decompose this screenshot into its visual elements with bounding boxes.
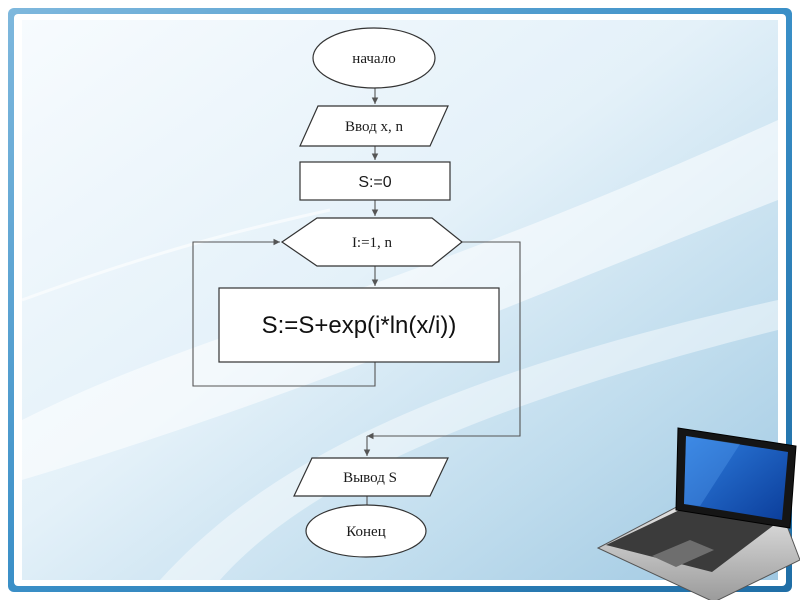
output-block: Вывод S: [293, 457, 449, 497]
start-terminator: начало: [312, 27, 436, 89]
loop-body-block: S:=S+exp(i*ln(x/i)): [218, 287, 500, 363]
end-label: Конец: [346, 524, 385, 540]
end-terminator: Конец: [305, 504, 427, 558]
init-process-block: S:=0: [299, 161, 451, 201]
loop-body-label: S:=S+exp(i*ln(x/i)): [262, 312, 457, 339]
start-label: начало: [352, 51, 395, 67]
laptop-icon: [596, 427, 800, 600]
init-label: S:=0: [358, 174, 391, 191]
loop-label: I:=1, n: [352, 235, 393, 251]
output-label: Вывод S: [343, 470, 397, 486]
loop-block: I:=1, n: [280, 217, 463, 267]
loop-back-connector: [192, 238, 376, 387]
input-label: Ввод x, n: [345, 119, 403, 135]
input-block: Ввод x, n: [299, 105, 449, 147]
flow-connectors: [192, 88, 521, 512]
loop-exit-connector: [367, 241, 521, 440]
